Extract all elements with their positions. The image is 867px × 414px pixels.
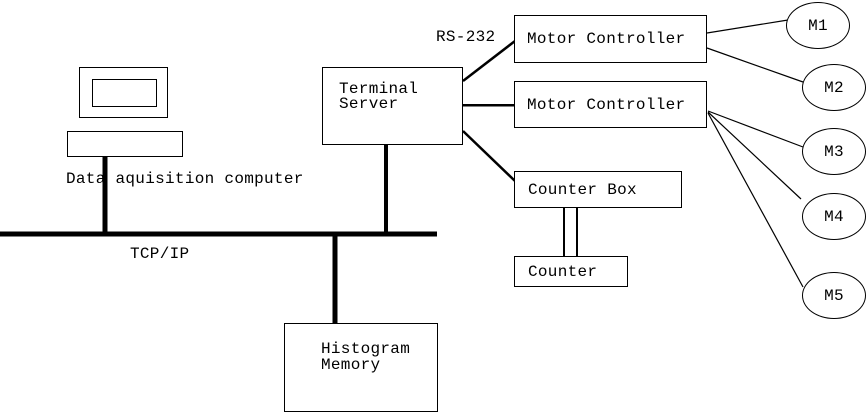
counter-node: Counter — [514, 256, 628, 287]
histogram-memory-label-line1: Histogram — [321, 340, 411, 358]
link-motor-2-line — [706, 47, 804, 83]
motor-m1-node: M1 — [786, 2, 850, 49]
motor-m5-label: M5 — [824, 286, 844, 305]
motor-m4-label: M4 — [824, 207, 844, 226]
motor-m1-label: M1 — [808, 16, 828, 35]
motor-m3-label: M3 — [824, 142, 844, 161]
motor-m2-label: M2 — [824, 78, 844, 97]
motor-controller-bottom-node: Motor Controller — [514, 81, 707, 128]
histogram-memory-label-line2: Memory — [321, 356, 381, 374]
motor-m5-node: M5 — [802, 272, 866, 319]
computer-keyboard-icon — [67, 131, 183, 157]
counter-box-node: Counter Box — [514, 171, 682, 208]
link-motor-5-line — [707, 112, 804, 288]
rs232-label: RS-232 — [436, 28, 496, 46]
link-motor-3-line — [707, 110, 804, 148]
motor-m3-node: M3 — [802, 128, 866, 175]
terminal-server-label-line2: Server — [339, 95, 399, 113]
counter-box-label: Counter Box — [528, 180, 637, 199]
motor-controller-top-label: Motor Controller — [527, 30, 686, 48]
terminal-server-label-line1: Terminal — [339, 80, 419, 98]
tcpip-bus-label: TCP/IP — [130, 245, 190, 263]
motor-controller-bottom-label: Motor Controller — [527, 95, 686, 114]
counter-label: Counter — [528, 262, 598, 281]
rs232-link-motor-controller-top-line — [462, 40, 516, 82]
motor-m4-node: M4 — [802, 193, 866, 240]
link-counter-box-line — [462, 130, 516, 182]
link-motor-4-line — [707, 111, 802, 200]
link-motor-1-line — [706, 19, 789, 34]
motor-controller-top-node: Motor Controller — [514, 15, 707, 63]
motor-m2-node: M2 — [802, 64, 866, 111]
computer-screen-icon — [92, 79, 157, 107]
data-acquisition-computer-label: Data aquisition computer — [66, 170, 304, 188]
